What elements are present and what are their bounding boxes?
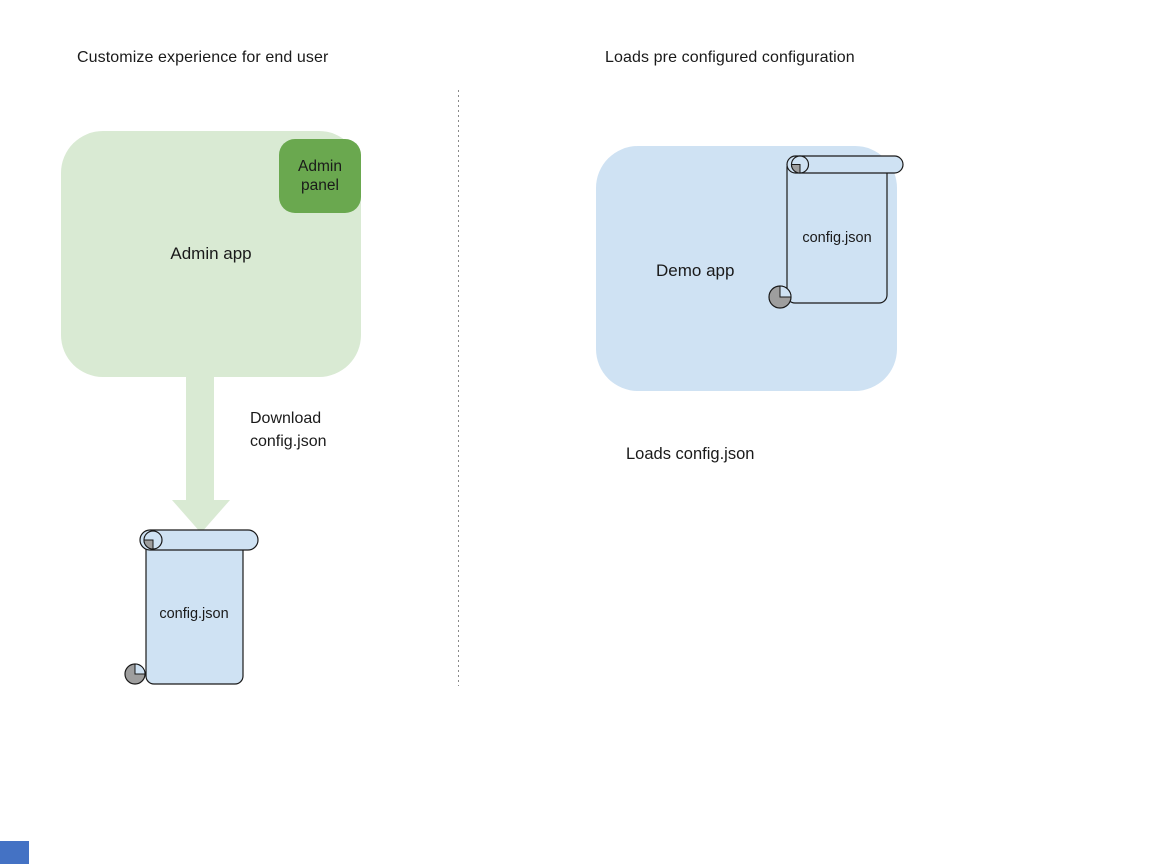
scroll-top-curl-shade: [790, 164, 801, 174]
admin-app-box: Admin app Admin panel: [61, 131, 361, 377]
section-divider: [458, 90, 459, 686]
arrow-shaft: [186, 377, 214, 502]
config-json-scroll-right: config.json: [768, 155, 904, 309]
admin-app-label: Admin app: [170, 244, 252, 263]
arrow-head: [172, 500, 230, 533]
admin-panel-box: Admin panel: [279, 139, 361, 213]
config-json-scroll-left: config.json: [124, 529, 259, 685]
admin-panel-label: Admin panel: [298, 158, 342, 194]
scroll-bottom-curl-notch: [779, 285, 792, 298]
download-arrow-icon: [172, 377, 230, 533]
right-section-title: Loads pre configured configuration: [605, 49, 855, 66]
download-caption: Download config.json: [250, 410, 327, 450]
config-json-label-right: config.json: [802, 230, 871, 246]
scroll-top-roll: [139, 529, 259, 551]
loads-config-caption: Loads config.json: [626, 445, 755, 463]
scroll-top-curl-shade: [143, 539, 154, 550]
left-section-title: Customize experience for end user: [77, 49, 329, 66]
corner-marker: [0, 841, 29, 864]
scroll-top-roll: [786, 155, 904, 174]
demo-app-label: Demo app: [656, 261, 735, 280]
scroll-bottom-curl-notch: [134, 663, 146, 675]
config-json-label-left: config.json: [159, 606, 228, 622]
